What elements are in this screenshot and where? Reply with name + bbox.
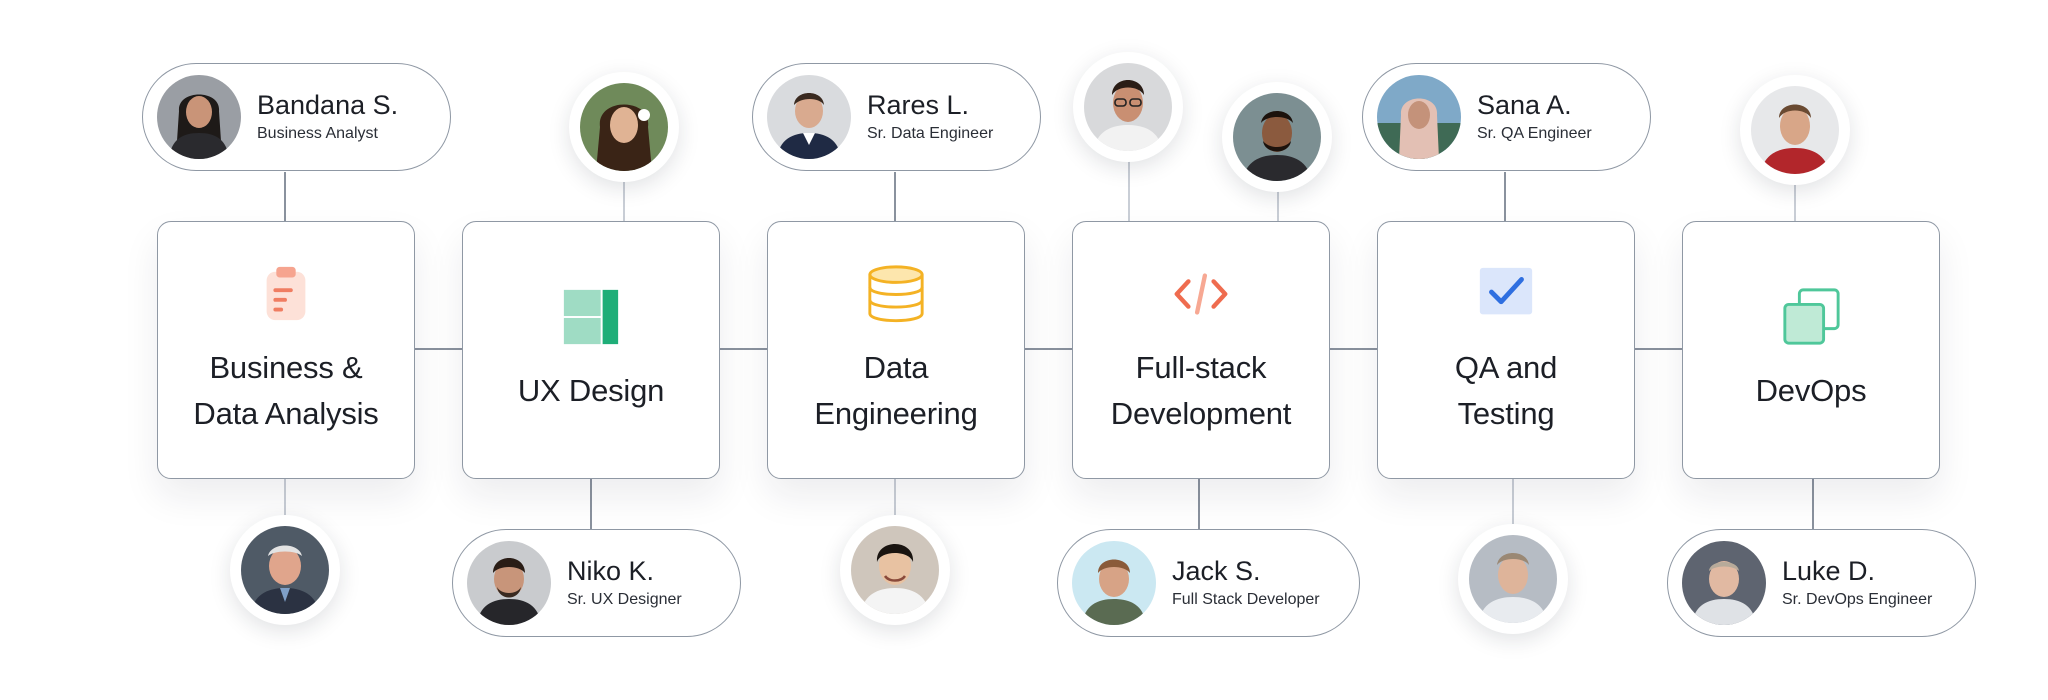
- member-role: Sr. DevOps Engineer: [1782, 591, 1933, 608]
- avatar: [241, 526, 329, 614]
- avatar: [157, 75, 241, 159]
- team-member-pill[interactable]: Sana A. Sr. QA Engineer: [1362, 63, 1651, 171]
- connector: [1634, 348, 1682, 350]
- avatar: [1072, 541, 1156, 625]
- connector: [894, 172, 896, 221]
- member-name: Bandana S.: [257, 90, 399, 120]
- service-title: QA and Testing: [1454, 350, 1558, 431]
- service-card-data-engineering[interactable]: Data Engineering: [767, 221, 1025, 479]
- avatar: [467, 541, 551, 625]
- member-name: Sana A.: [1477, 90, 1572, 120]
- team-member-pill[interactable]: Bandana S. Business Analyst: [142, 63, 451, 171]
- connector: [719, 348, 767, 350]
- avatar: [1682, 541, 1766, 625]
- connector: [623, 178, 625, 221]
- member-name: Niko K.: [567, 556, 655, 586]
- connector: [1128, 160, 1130, 221]
- connector: [1504, 172, 1506, 221]
- avatar: [1233, 93, 1321, 181]
- member-role: Business Analyst: [257, 125, 378, 142]
- team-member-avatar[interactable]: [840, 515, 950, 625]
- avatar: [851, 526, 939, 614]
- avatar: [1377, 75, 1461, 159]
- avatar: [1469, 535, 1557, 623]
- member-name: Rares L.: [867, 90, 970, 120]
- team-member-pill[interactable]: Rares L. Sr. Data Engineer: [752, 63, 1041, 171]
- team-member-avatar[interactable]: [1458, 524, 1568, 634]
- layout-icon: [563, 289, 619, 345]
- team-member-avatar[interactable]: [1740, 75, 1850, 185]
- avatar: [767, 75, 851, 159]
- member-role: Sr. QA Engineer: [1477, 125, 1592, 142]
- team-member-pill[interactable]: Luke D. Sr. DevOps Engineer: [1667, 529, 1976, 637]
- member-name: Jack S.: [1172, 556, 1261, 586]
- team-member-pill[interactable]: Jack S. Full Stack Developer: [1057, 529, 1360, 637]
- member-role: Full Stack Developer: [1172, 591, 1320, 608]
- avatar: [1084, 63, 1172, 151]
- service-title: Business & Data Analysis: [193, 350, 379, 431]
- connector: [1198, 479, 1200, 529]
- team-member-avatar[interactable]: [1073, 52, 1183, 162]
- service-title: Full-stack Development: [1110, 350, 1292, 431]
- connector: [1277, 190, 1279, 221]
- copy-icon: [1783, 288, 1840, 345]
- service-title: Data Engineering: [814, 350, 978, 431]
- connector: [284, 479, 286, 516]
- avatar: [580, 83, 668, 171]
- connector: [1512, 479, 1514, 524]
- code-icon: [1174, 273, 1228, 315]
- clipboard-icon: [266, 266, 306, 321]
- team-member-avatar[interactable]: [230, 515, 340, 625]
- service-card-qa-testing[interactable]: QA and Testing: [1377, 221, 1635, 479]
- team-member-avatar[interactable]: [569, 72, 679, 182]
- connector: [1024, 348, 1072, 350]
- connector: [1812, 479, 1814, 529]
- database-icon: [868, 265, 924, 323]
- team-member-pill[interactable]: Niko K. Sr. UX Designer: [452, 529, 741, 637]
- connector: [894, 479, 896, 516]
- member-name: Luke D.: [1782, 556, 1876, 586]
- team-member-avatar[interactable]: [1222, 82, 1332, 192]
- member-role: Sr. UX Designer: [567, 591, 682, 608]
- connector: [590, 479, 592, 529]
- checkbox-icon: [1479, 267, 1533, 315]
- service-card-full-stack-development[interactable]: Full-stack Development: [1072, 221, 1330, 479]
- service-card-devops[interactable]: DevOps: [1682, 221, 1940, 479]
- service-card-ux-design[interactable]: UX Design: [462, 221, 720, 479]
- service-title: UX Design: [517, 373, 665, 408]
- service-card-business-data-analysis[interactable]: Business & Data Analysis: [157, 221, 415, 479]
- connector: [414, 348, 462, 350]
- connector: [1329, 348, 1377, 350]
- connector: [1794, 180, 1796, 221]
- connector: [284, 172, 286, 221]
- avatar: [1751, 86, 1839, 174]
- member-role: Sr. Data Engineer: [867, 125, 994, 142]
- service-title: DevOps: [1755, 373, 1867, 408]
